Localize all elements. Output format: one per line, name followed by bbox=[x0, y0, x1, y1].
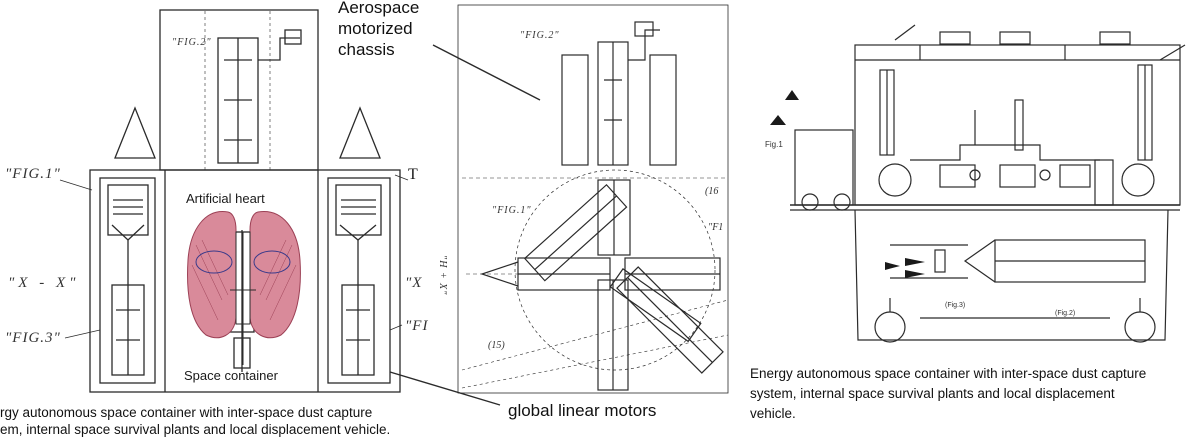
lungs-illustration bbox=[187, 211, 301, 365]
middle-fig1-label: "FIG.1" bbox=[492, 205, 532, 216]
rotated-section-label: "H + X" bbox=[437, 255, 448, 296]
section-x-x-label: "X - X" bbox=[8, 275, 80, 291]
t-label: T bbox=[408, 166, 418, 183]
aerospace-line3: chassis bbox=[338, 40, 395, 59]
left-fig2-label: "FIG.2" bbox=[172, 37, 212, 48]
cylinder-left bbox=[561, 54, 589, 166]
aerospace-chassis-label: Aerospace motorized chassis bbox=[338, 0, 419, 60]
rotation-circle bbox=[514, 169, 716, 371]
wheel-left bbox=[874, 311, 906, 343]
right-lung bbox=[249, 211, 301, 339]
middle-fig2-label: "FIG.2" bbox=[520, 30, 560, 41]
section-x-right-label: "X bbox=[405, 275, 423, 291]
intake-arrow-2 bbox=[905, 270, 925, 278]
right-triangle bbox=[339, 106, 381, 159]
aerospace-line2: motorized bbox=[338, 19, 413, 38]
fig2-tower-frame bbox=[159, 9, 319, 171]
right-caption-line2: system, internal space survival plants a… bbox=[750, 386, 1115, 401]
engine-right bbox=[1121, 163, 1155, 197]
motors-leader-line bbox=[389, 371, 501, 406]
right-fig-partial-label: "FI bbox=[405, 318, 429, 334]
right-main-frame bbox=[854, 44, 1181, 206]
left-triangle bbox=[114, 106, 156, 159]
aerospace-leader-line bbox=[432, 44, 541, 101]
lower-vehicle-frame bbox=[854, 209, 1169, 341]
ref-f1-label: "F1 bbox=[708, 222, 724, 233]
right-fig1-label: Fig.1 bbox=[765, 140, 783, 149]
right-caption: Energy autonomous space container with i… bbox=[750, 364, 1146, 424]
space-container-label: Space container bbox=[184, 368, 278, 383]
right-fig3-label: (Fig.3) bbox=[945, 302, 966, 309]
middle-panel-frame bbox=[457, 4, 729, 394]
aerospace-line1: Aerospace bbox=[338, 0, 420, 17]
left-lung bbox=[187, 211, 237, 339]
left-caption-line2: em, internal space survival plants and l… bbox=[0, 422, 391, 437]
left-fig1-label: "FIG.1" bbox=[5, 166, 61, 182]
artificial-heart-label: Artificial heart bbox=[186, 191, 265, 206]
cylinder-right bbox=[649, 54, 677, 166]
ref-15-label: (15) bbox=[488, 340, 505, 351]
right-caption-line1: Energy autonomous space container with i… bbox=[750, 366, 1147, 381]
global-linear-motors-label: global linear motors bbox=[508, 401, 657, 420]
intake-arrow-1 bbox=[905, 258, 925, 266]
left-fig3-label: "FIG.3" bbox=[5, 330, 61, 346]
engine-left bbox=[878, 163, 912, 197]
left-caption-line1: rgy autonomous space container with inte… bbox=[0, 405, 373, 420]
right-caption-line3: vehicle. bbox=[750, 406, 796, 421]
ref-16-label: (16 bbox=[705, 186, 719, 197]
wheel-right bbox=[1124, 311, 1156, 343]
left-main-body bbox=[89, 169, 401, 393]
left-caption: rgy autonomous space container with inte… bbox=[0, 404, 390, 438]
left-vehicle bbox=[794, 129, 854, 206]
right-fig2-label: (Fig.2) bbox=[1055, 310, 1076, 317]
